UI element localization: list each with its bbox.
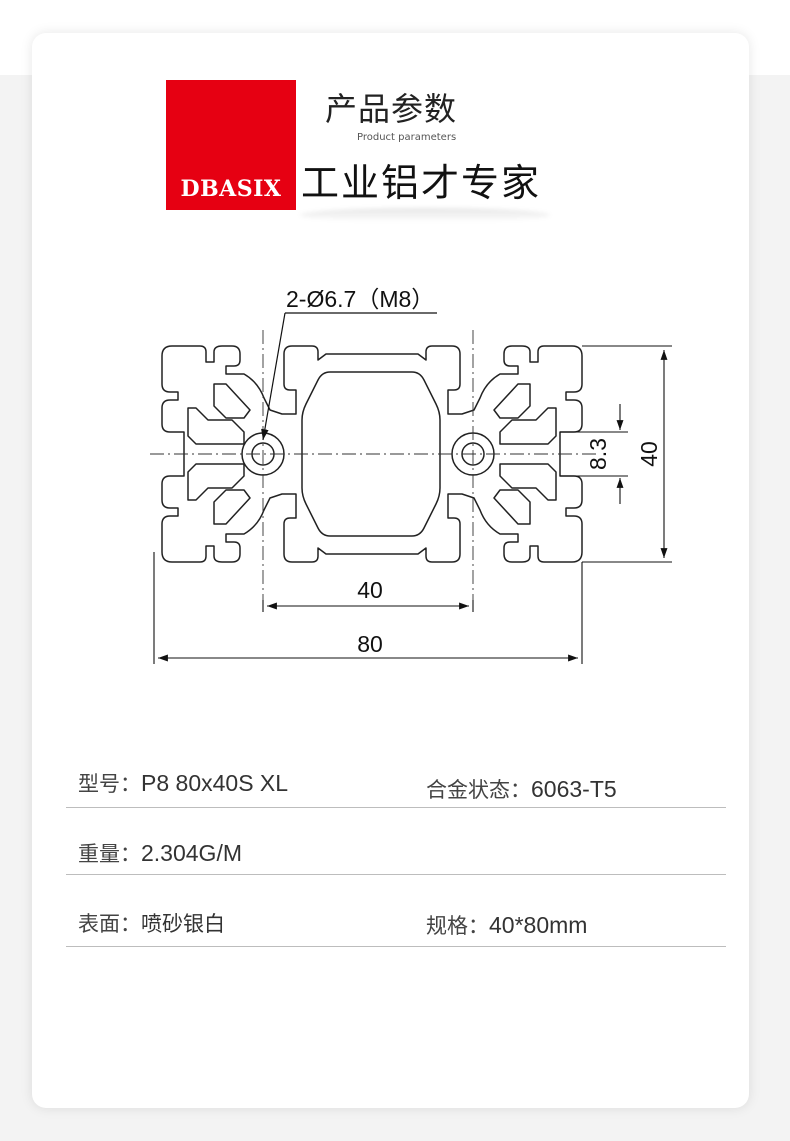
width-dimension <box>153 552 583 664</box>
spec-model-value: P8 80x40S XL <box>141 770 289 796</box>
slogan: 工业铝才专家 <box>301 161 542 205</box>
spec-size-value: 40*80mm <box>489 912 588 938</box>
center-distance-dimension <box>262 600 474 612</box>
spec-model-label: 型号： <box>78 772 141 796</box>
spec-weight-label: 重量： <box>78 842 141 866</box>
section-title: 产品参数 <box>325 90 458 128</box>
hole-callout-leader <box>261 312 437 441</box>
slot-dimension-value: 8.3 <box>585 438 611 470</box>
spec-weight-value: 2.304G/M <box>141 840 242 866</box>
spec-alloy-value: 6063-T5 <box>531 776 617 802</box>
spec-row-weight <box>66 807 726 875</box>
spec-surface-value: 喷砂银白 <box>141 912 225 936</box>
height-dimension-value: 40 <box>636 441 662 467</box>
spec-row-surface <box>66 874 726 947</box>
center-distance-value: 40 <box>357 577 383 603</box>
spec-model: 型号：P8 80x40S XL <box>78 768 288 798</box>
hole-callout-text: 2-Ø6.7（M8） <box>286 286 434 312</box>
spec-surface-label: 表面： <box>78 912 141 936</box>
brand-name: DBASIX <box>180 176 282 202</box>
spec-size: 规格：40*80mm <box>426 910 587 940</box>
spec-row-model <box>66 760 726 808</box>
spec-size-label: 规格： <box>426 914 489 938</box>
product-card <box>32 33 749 1108</box>
slot-dimension <box>560 404 628 504</box>
spec-surface: 表面：喷砂银白 <box>78 908 225 938</box>
section-subtitle: Product parameters <box>357 132 457 143</box>
height-dimension <box>582 345 672 563</box>
spec-alloy: 合金状态：6063-T5 <box>426 774 617 804</box>
spec-alloy-label: 合金状态： <box>426 778 531 802</box>
spec-weight: 重量：2.304G/M <box>78 838 242 868</box>
center-lines <box>150 330 596 612</box>
slogan-shadow <box>300 208 550 222</box>
width-dimension-value: 80 <box>357 631 383 657</box>
profile-drawing: 2-Ø6.7（M8） 40 8.3 40 80 <box>150 286 672 664</box>
brand-logo: DBASIX <box>166 80 296 210</box>
